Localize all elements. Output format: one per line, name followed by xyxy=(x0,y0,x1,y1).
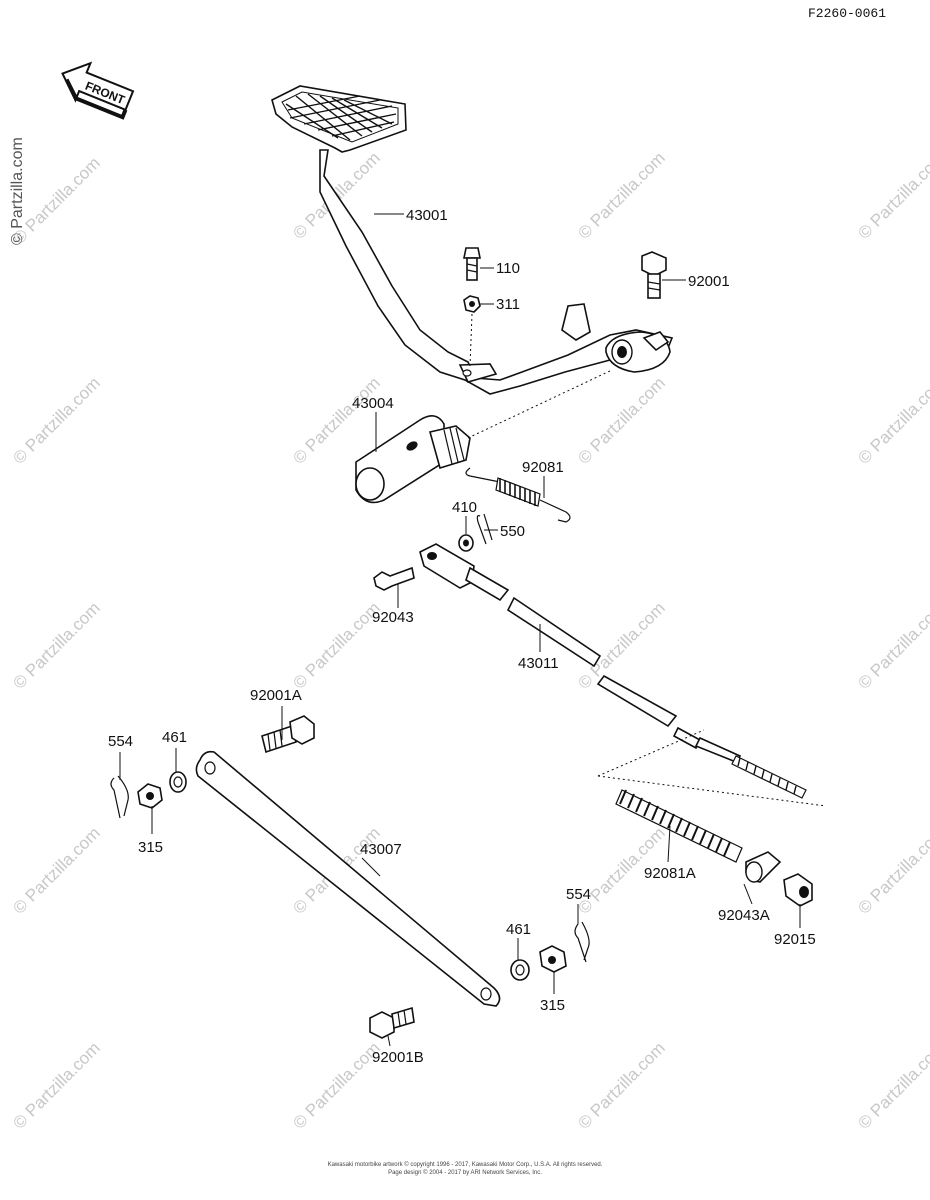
leader-lines xyxy=(119,213,801,1047)
watermark: © Partzilla.com xyxy=(574,1038,668,1132)
part-label-92043a: 92043A xyxy=(718,907,770,924)
washer-461-left xyxy=(169,771,187,793)
watermark: © Partzilla.com xyxy=(854,1038,930,1132)
watermark: © Partzilla.com xyxy=(9,373,103,467)
watermark: © Partzilla.com xyxy=(289,1038,383,1132)
part-label-550: 550 xyxy=(500,523,525,540)
brake-pedal xyxy=(271,85,674,395)
part-label-43007: 43007 xyxy=(360,841,402,858)
watermark: © Partzilla.com xyxy=(9,1038,103,1132)
nut-315-left xyxy=(137,783,163,809)
watermark: © Partzilla.com xyxy=(289,598,383,692)
pin-92043 xyxy=(373,566,415,591)
diagram-code: F2260-0061 xyxy=(808,6,886,21)
hair-pin-554-left xyxy=(110,775,129,819)
bolt-92001a xyxy=(261,715,315,754)
watermark: © Partzilla.com xyxy=(574,598,668,692)
spring-92081 xyxy=(465,467,571,523)
nut-92015 xyxy=(783,873,813,907)
part-label-92015: 92015 xyxy=(774,931,816,948)
part-label-92001: 92001 xyxy=(688,273,730,290)
hair-pin-554-right xyxy=(574,921,590,963)
washer-410 xyxy=(458,534,474,552)
part-label-315-left: 315 xyxy=(138,839,163,856)
watermark: © Partzilla.com xyxy=(854,823,930,917)
front-arrow-icon: FRONT xyxy=(61,61,135,120)
part-label-43011: 43011 xyxy=(518,655,559,672)
watermark: © Partzilla.com xyxy=(854,598,930,692)
part-label-554-left: 554 xyxy=(108,733,133,750)
watermark: © Partzilla.com xyxy=(574,148,668,242)
part-label-461-left: 461 xyxy=(162,729,187,746)
cotter-pin-550 xyxy=(476,513,493,545)
watermark: © Partzilla.com xyxy=(9,823,103,917)
part-label-92081a: 92081A xyxy=(644,865,696,882)
part-label-315-right: 315 xyxy=(540,997,565,1014)
copyright-footer: Kawasaki motorbike artwork © copyright 1… xyxy=(328,1161,603,1176)
part-label-92043: 92043 xyxy=(372,609,414,626)
part-label-92081: 92081 xyxy=(522,459,564,476)
spring-92081a xyxy=(597,729,827,863)
part-labels: 43001 110 92001 311 43004 92081 410 550 … xyxy=(108,207,816,1066)
joint-92043a xyxy=(745,851,782,883)
part-label-43001: 43001 xyxy=(406,207,448,224)
part-label-554-right: 554 xyxy=(566,886,591,903)
pedal-grip-pattern xyxy=(285,93,397,141)
part-label-92001b: 92001B xyxy=(372,1049,424,1066)
brake-rod-43011 xyxy=(419,543,807,799)
part-label-92001a: 92001A xyxy=(250,687,302,704)
watermark: © Partzilla.com xyxy=(854,148,930,242)
part-label-410: 410 xyxy=(452,499,477,516)
watermark-vertical: © Partzilla.com xyxy=(9,137,26,245)
nut-315-right xyxy=(539,945,567,973)
part-label-461-right: 461 xyxy=(506,921,531,938)
bolt-92001 xyxy=(641,251,667,299)
bolt-110 xyxy=(463,247,481,281)
brake-arm-43004 xyxy=(355,369,613,504)
part-label-110: 110 xyxy=(496,260,520,277)
part-label-311: 311 xyxy=(496,296,520,313)
washer-461-right xyxy=(510,959,530,981)
footer-line-2: Page design © 2004 - 2017 by ARI Network… xyxy=(388,1169,542,1176)
watermark: © Partzilla.com xyxy=(574,373,668,467)
nut-311 xyxy=(463,295,481,313)
link-rod-43007 xyxy=(195,750,501,1007)
watermark: © Partzilla.com xyxy=(854,373,930,467)
watermark: © Partzilla.com xyxy=(9,598,103,692)
bolt-92001b xyxy=(369,1006,415,1039)
footer-line-1: Kawasaki motorbike artwork © copyright 1… xyxy=(328,1161,603,1168)
part-label-43004: 43004 xyxy=(352,395,394,412)
